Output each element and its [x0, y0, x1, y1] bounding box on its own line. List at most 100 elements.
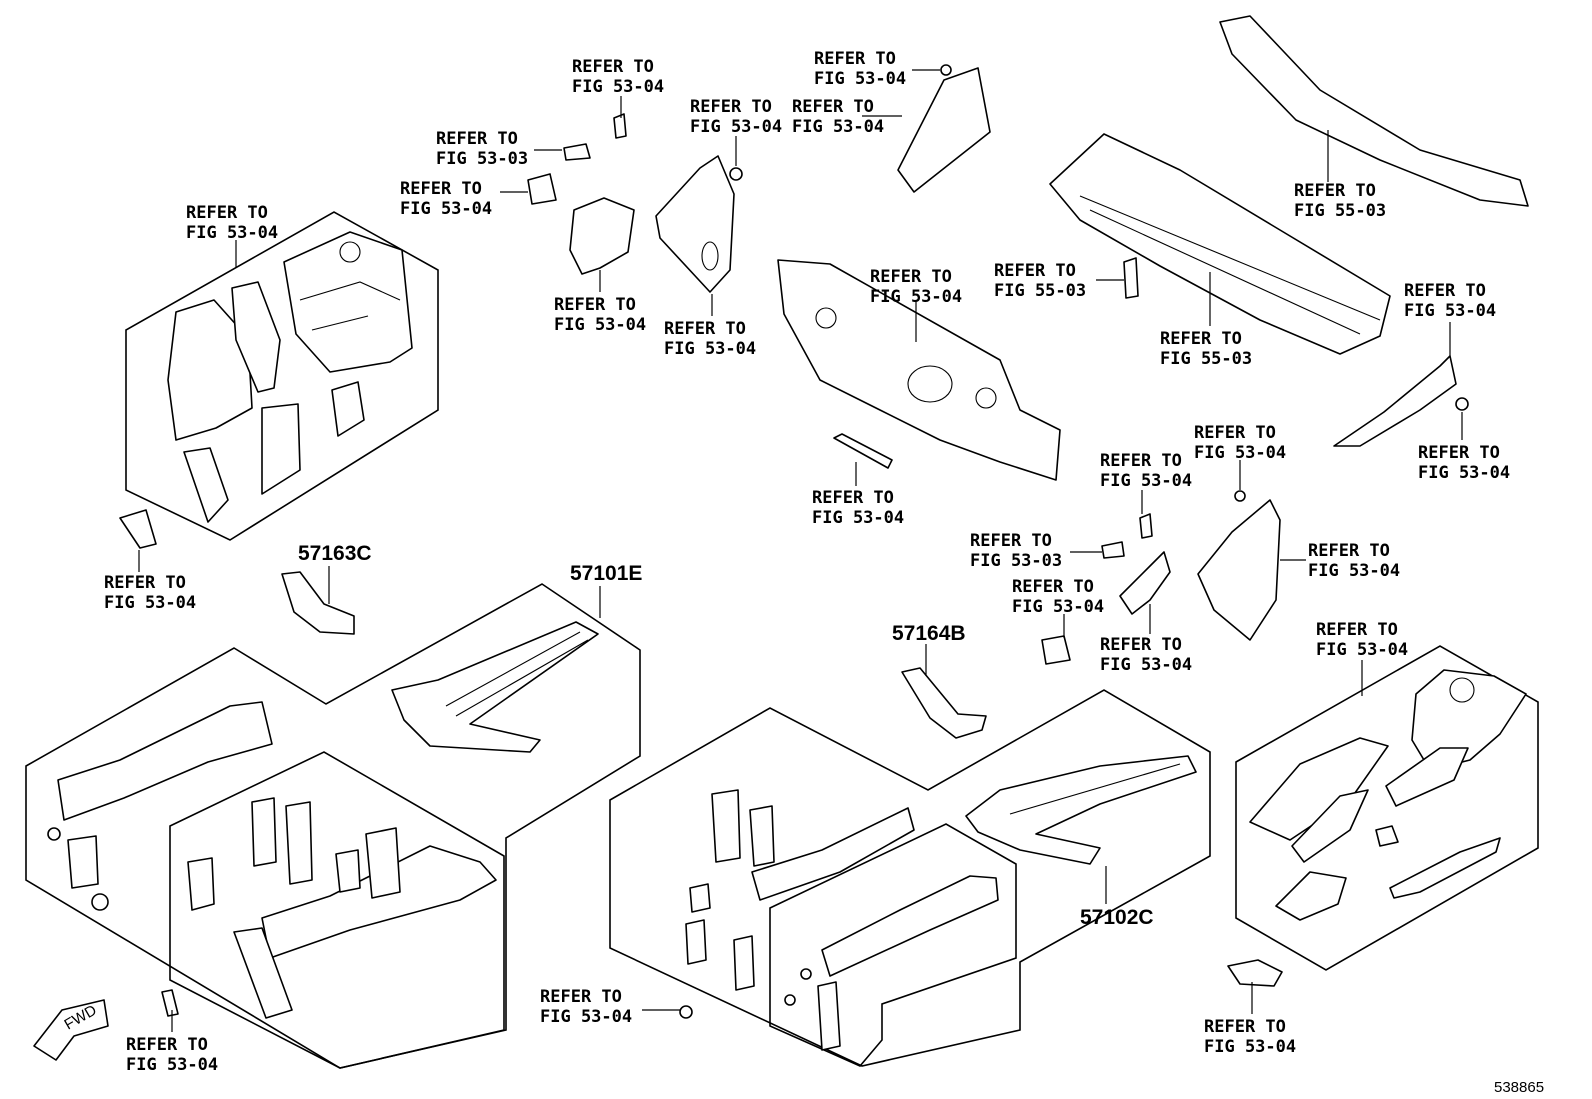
svg-text:REFER TO: REFER TO: [186, 203, 268, 223]
dash-hole-b: [975, 387, 997, 409]
svg-text:REFER TO: REFER TO: [664, 319, 746, 339]
wheel-apron-panel-right: [1411, 669, 1527, 771]
strut-tower-hole: [339, 241, 361, 263]
dash-hole-c: [907, 365, 953, 403]
part-number-57102c: 57102C: [1080, 906, 1154, 929]
apron-oval-hole: [701, 241, 719, 271]
svg-text:FIG 53-04: FIG 53-04: [1308, 561, 1400, 581]
bracket-pair-b: [285, 801, 313, 885]
svg-text:FIG 53-04: FIG 53-04: [1204, 1037, 1296, 1057]
refer-label: REFER TO FIG 53-04: [690, 97, 782, 137]
refer-label: REFER TO FIG 55-03: [1160, 329, 1252, 369]
svg-text:REFER TO: REFER TO: [1204, 1017, 1286, 1037]
svg-text:REFER TO: REFER TO: [1100, 635, 1182, 655]
svg-text:REFER TO: REFER TO: [1160, 329, 1242, 349]
bolt-f: [800, 968, 812, 980]
refer-label: REFER TO FIG 53-04: [1204, 1017, 1296, 1057]
group-outline-upper-left: [125, 211, 439, 541]
hood-hinge-bracket-right: [1119, 551, 1171, 615]
frame-bracket-a: [67, 835, 99, 889]
clip-b: [1139, 513, 1153, 539]
dash-panel: [777, 259, 1061, 481]
front-side-member-assembly: [391, 621, 599, 753]
svg-text:FIG 53-04: FIG 53-04: [1194, 443, 1286, 463]
bracket-small-c: [187, 857, 215, 911]
refer-label: REFER TO FIG 53-04: [870, 267, 962, 307]
apron-to-cowl-panel-right: [1197, 499, 1281, 641]
bolt-h: [679, 1005, 693, 1019]
part-57164b: [901, 667, 987, 739]
clip-bracket-right: [1227, 959, 1283, 987]
front-member-extension-right: [817, 981, 841, 1051]
svg-text:REFER TO: REFER TO: [126, 1035, 208, 1055]
cowl-clip: [1123, 257, 1139, 299]
front-frame-upper-rail: [57, 701, 273, 821]
strut-tower-hole-right: [1449, 677, 1475, 703]
bolt-a: [47, 827, 61, 841]
member-detail-lines: [445, 631, 589, 717]
svg-text:REFER TO: REFER TO: [970, 531, 1052, 551]
svg-text:REFER TO: REFER TO: [1418, 443, 1500, 463]
group-outline-57102c-inner: [769, 823, 1017, 1067]
clip-plate-a: [563, 143, 591, 161]
apron-detail-lines: [299, 281, 401, 331]
bracket-small-g: [733, 935, 755, 991]
clip-bracket-left: [119, 509, 157, 549]
cowl-top-outer: [1219, 15, 1529, 207]
svg-text:REFER TO: REFER TO: [1012, 577, 1094, 597]
svg-text:FIG 55-03: FIG 55-03: [994, 281, 1086, 301]
front-member-extension: [233, 927, 293, 1019]
group-outline-57101e-outer: [25, 583, 641, 1069]
svg-text:REFER TO: REFER TO: [1294, 181, 1376, 201]
cowl-side-upper-panel: [897, 67, 991, 193]
refer-label: REFER TO FIG 53-04: [664, 319, 756, 359]
svg-text:FIG 55-03: FIG 55-03: [1160, 349, 1252, 369]
bracket-pair-a: [251, 797, 277, 867]
refer-label: REFER TO FIG 55-03: [994, 261, 1086, 301]
refer-label: REFER TO FIG 53-04: [1100, 635, 1192, 675]
hood-hinge-bracket: [569, 197, 635, 275]
part-57163c: [281, 571, 355, 635]
svg-text:REFER TO: REFER TO: [400, 179, 482, 199]
refer-label: REFER TO FIG 53-04: [1316, 620, 1408, 660]
svg-text:FIG 53-04: FIG 53-04: [1100, 471, 1192, 491]
bolt-e: [1234, 490, 1246, 502]
small-bracket-a: [331, 381, 365, 437]
crossmember-bracket: [365, 827, 401, 899]
svg-text:FIG 53-04: FIG 53-04: [1316, 640, 1408, 660]
wheel-apron-panel-left: [283, 231, 413, 373]
front-frame-upper-rail-right: [751, 807, 915, 901]
svg-text:REFER TO: REFER TO: [554, 295, 636, 315]
svg-text:REFER TO: REFER TO: [870, 267, 952, 287]
svg-text:FIG 53-04: FIG 53-04: [690, 117, 782, 137]
refer-label: REFER TO FIG 53-03: [970, 531, 1062, 571]
part-number-57164b: 57164B: [892, 622, 966, 645]
svg-text:FIG 53-04: FIG 53-04: [814, 69, 906, 89]
dash-hole-a: [815, 307, 837, 329]
figure-number: 538865: [1494, 1079, 1544, 1096]
bolt-c: [940, 64, 952, 76]
front-side-member-right: [965, 755, 1197, 865]
cowl-side-reinforcement-right: [1291, 789, 1369, 863]
refer-label: REFER TO FIG 53-04: [812, 488, 904, 528]
svg-text:FIG 53-04: FIG 53-04: [1418, 463, 1510, 483]
frame-brace-right: [1389, 837, 1501, 899]
svg-text:FIG 53-04: FIG 53-04: [812, 508, 904, 528]
refer-label: REFER TO FIG 53-04: [400, 179, 492, 219]
svg-text:FIG 53-04: FIG 53-04: [572, 77, 664, 97]
bolt-b: [729, 167, 743, 181]
fwd-arrow-icon: FWD: [33, 999, 109, 1061]
bracket-pair-d: [749, 805, 775, 867]
nut-a: [91, 893, 109, 911]
svg-text:FIG 53-04: FIG 53-04: [1404, 301, 1496, 321]
refer-label: REFER TO FIG 53-04: [814, 49, 906, 89]
group-outline-57102c-outer: [609, 689, 1211, 1067]
svg-text:FIG 53-04: FIG 53-04: [126, 1055, 218, 1075]
group-outline-lower-right: [1235, 645, 1539, 971]
refer-label: REFER TO FIG 53-04: [1194, 423, 1286, 463]
svg-text:REFER TO: REFER TO: [104, 573, 186, 593]
svg-text:REFER TO: REFER TO: [994, 261, 1076, 281]
member-right-detail: [1009, 763, 1181, 815]
refer-label: REFER TO FIG 55-03: [1294, 181, 1386, 221]
